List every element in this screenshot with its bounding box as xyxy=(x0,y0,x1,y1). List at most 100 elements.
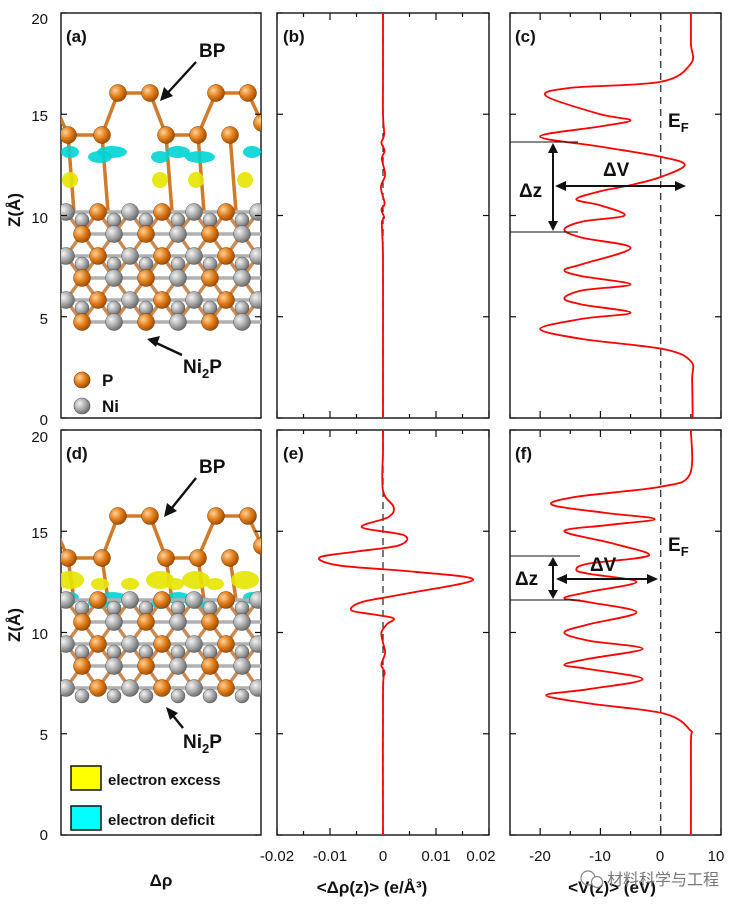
electron-deficit-blob xyxy=(61,146,79,158)
ni-atom xyxy=(234,212,250,228)
p-atom xyxy=(153,591,171,609)
ni-atom xyxy=(61,247,75,265)
ni-atom xyxy=(170,688,186,704)
p-atom xyxy=(153,635,171,653)
ni-atom xyxy=(138,256,154,272)
xlabel-d: Δρ xyxy=(150,871,173,890)
electron-excess-blob xyxy=(182,571,210,589)
p-atom xyxy=(73,657,91,675)
ytick-d-0: 0 xyxy=(40,827,48,844)
ni-atom xyxy=(170,644,186,660)
arrowhead-d-bp xyxy=(164,503,177,517)
ni-atom xyxy=(249,291,261,309)
electron-excess-blob xyxy=(121,578,139,590)
p-atom xyxy=(253,114,261,132)
ytick-a-20: 20 xyxy=(31,11,48,28)
p-atom xyxy=(153,247,171,265)
p-atom xyxy=(217,679,235,697)
electron-excess-blob xyxy=(166,578,184,590)
p-atom xyxy=(207,507,225,525)
ni-atom xyxy=(74,688,90,704)
electron-excess-blob xyxy=(231,571,259,589)
structure-a xyxy=(61,84,261,331)
c-dz-head-up xyxy=(548,143,558,153)
p-atom xyxy=(73,313,91,331)
legend-excess-label: electron excess xyxy=(108,772,221,789)
electron-excess-blob xyxy=(61,571,84,589)
ni-atom xyxy=(169,613,187,631)
legend-p-label: P xyxy=(102,371,113,390)
p-atom xyxy=(157,549,175,567)
ni-atom xyxy=(202,688,218,704)
electron-excess-blob xyxy=(188,172,204,188)
ni-atom xyxy=(170,256,186,272)
electron-deficit-blob xyxy=(151,151,169,163)
p-atom xyxy=(61,549,77,567)
electron-deficit-blob xyxy=(243,146,261,158)
p-atom xyxy=(239,84,257,102)
annot-c: EF Δz ΔV xyxy=(510,111,689,233)
ytick-a-0: 0 xyxy=(40,412,48,429)
annot-f: EF Δz ΔV xyxy=(510,535,689,601)
ni-atom xyxy=(185,679,203,697)
annot-a-bp: BP xyxy=(199,41,226,62)
p-atom xyxy=(217,291,235,309)
ni-atom xyxy=(249,591,261,609)
p-atom xyxy=(201,269,219,287)
legend-p-marker xyxy=(73,371,91,389)
c-dz-head-down xyxy=(548,221,558,231)
ni-atom xyxy=(169,225,187,243)
ni-atom xyxy=(74,644,90,660)
annot-f-dv: ΔV xyxy=(590,555,617,576)
p-atom xyxy=(89,291,107,309)
ylabel-d: Z(Å) xyxy=(5,608,24,642)
ni-atom xyxy=(105,657,123,675)
ni-atom xyxy=(185,291,203,309)
p-atom xyxy=(93,126,111,144)
p-atom xyxy=(89,247,107,265)
ytick-d-20: 20 xyxy=(31,429,48,446)
ni-atom xyxy=(185,635,203,653)
ni-atom xyxy=(74,256,90,272)
ni-atom xyxy=(138,600,154,616)
p-atom xyxy=(201,657,219,675)
p-atom xyxy=(109,507,127,525)
p-atom xyxy=(137,313,155,331)
ni-atom xyxy=(233,657,251,675)
xtick-labels-f: -20 -10 0 10 xyxy=(529,848,724,865)
ni-atom xyxy=(106,600,122,616)
p-atom xyxy=(189,549,207,567)
electron-excess-blob xyxy=(237,172,253,188)
ni-atom xyxy=(61,291,75,309)
electron-excess-blob xyxy=(152,172,168,188)
xtick-f-1: -10 xyxy=(589,848,611,865)
legend-ni-label: Ni xyxy=(102,397,119,416)
p-atom xyxy=(141,84,159,102)
panel-label-f: (f) xyxy=(515,444,532,463)
xlabel-f: <V(z)> (eV) xyxy=(568,878,656,897)
ni-atom xyxy=(106,212,122,228)
ytick-a-5: 5 xyxy=(40,311,48,328)
ni-atom xyxy=(185,591,203,609)
p-atom xyxy=(137,225,155,243)
bond xyxy=(164,133,174,214)
legend-excess-swatch xyxy=(70,765,102,791)
ni-atom xyxy=(105,613,123,631)
ni-atom xyxy=(170,600,186,616)
p-atom xyxy=(93,549,111,567)
annot-c-ef: EF xyxy=(668,111,689,135)
p-atom xyxy=(61,126,77,144)
ni-atom xyxy=(61,203,75,221)
f-dz-head-down xyxy=(548,590,558,599)
ni-atom xyxy=(121,247,139,265)
p-atom xyxy=(153,203,171,221)
p-atom xyxy=(217,591,235,609)
ni-atom xyxy=(170,212,186,228)
ni-atom xyxy=(169,657,187,675)
p-atom xyxy=(239,507,257,525)
panel-label-c: (c) xyxy=(515,27,536,46)
legend-deficit-label: electron deficit xyxy=(108,812,215,829)
p-atom xyxy=(201,613,219,631)
ni-atom xyxy=(105,225,123,243)
xlabel-e: <Δρ(z)> (e/Å³) xyxy=(317,878,428,897)
